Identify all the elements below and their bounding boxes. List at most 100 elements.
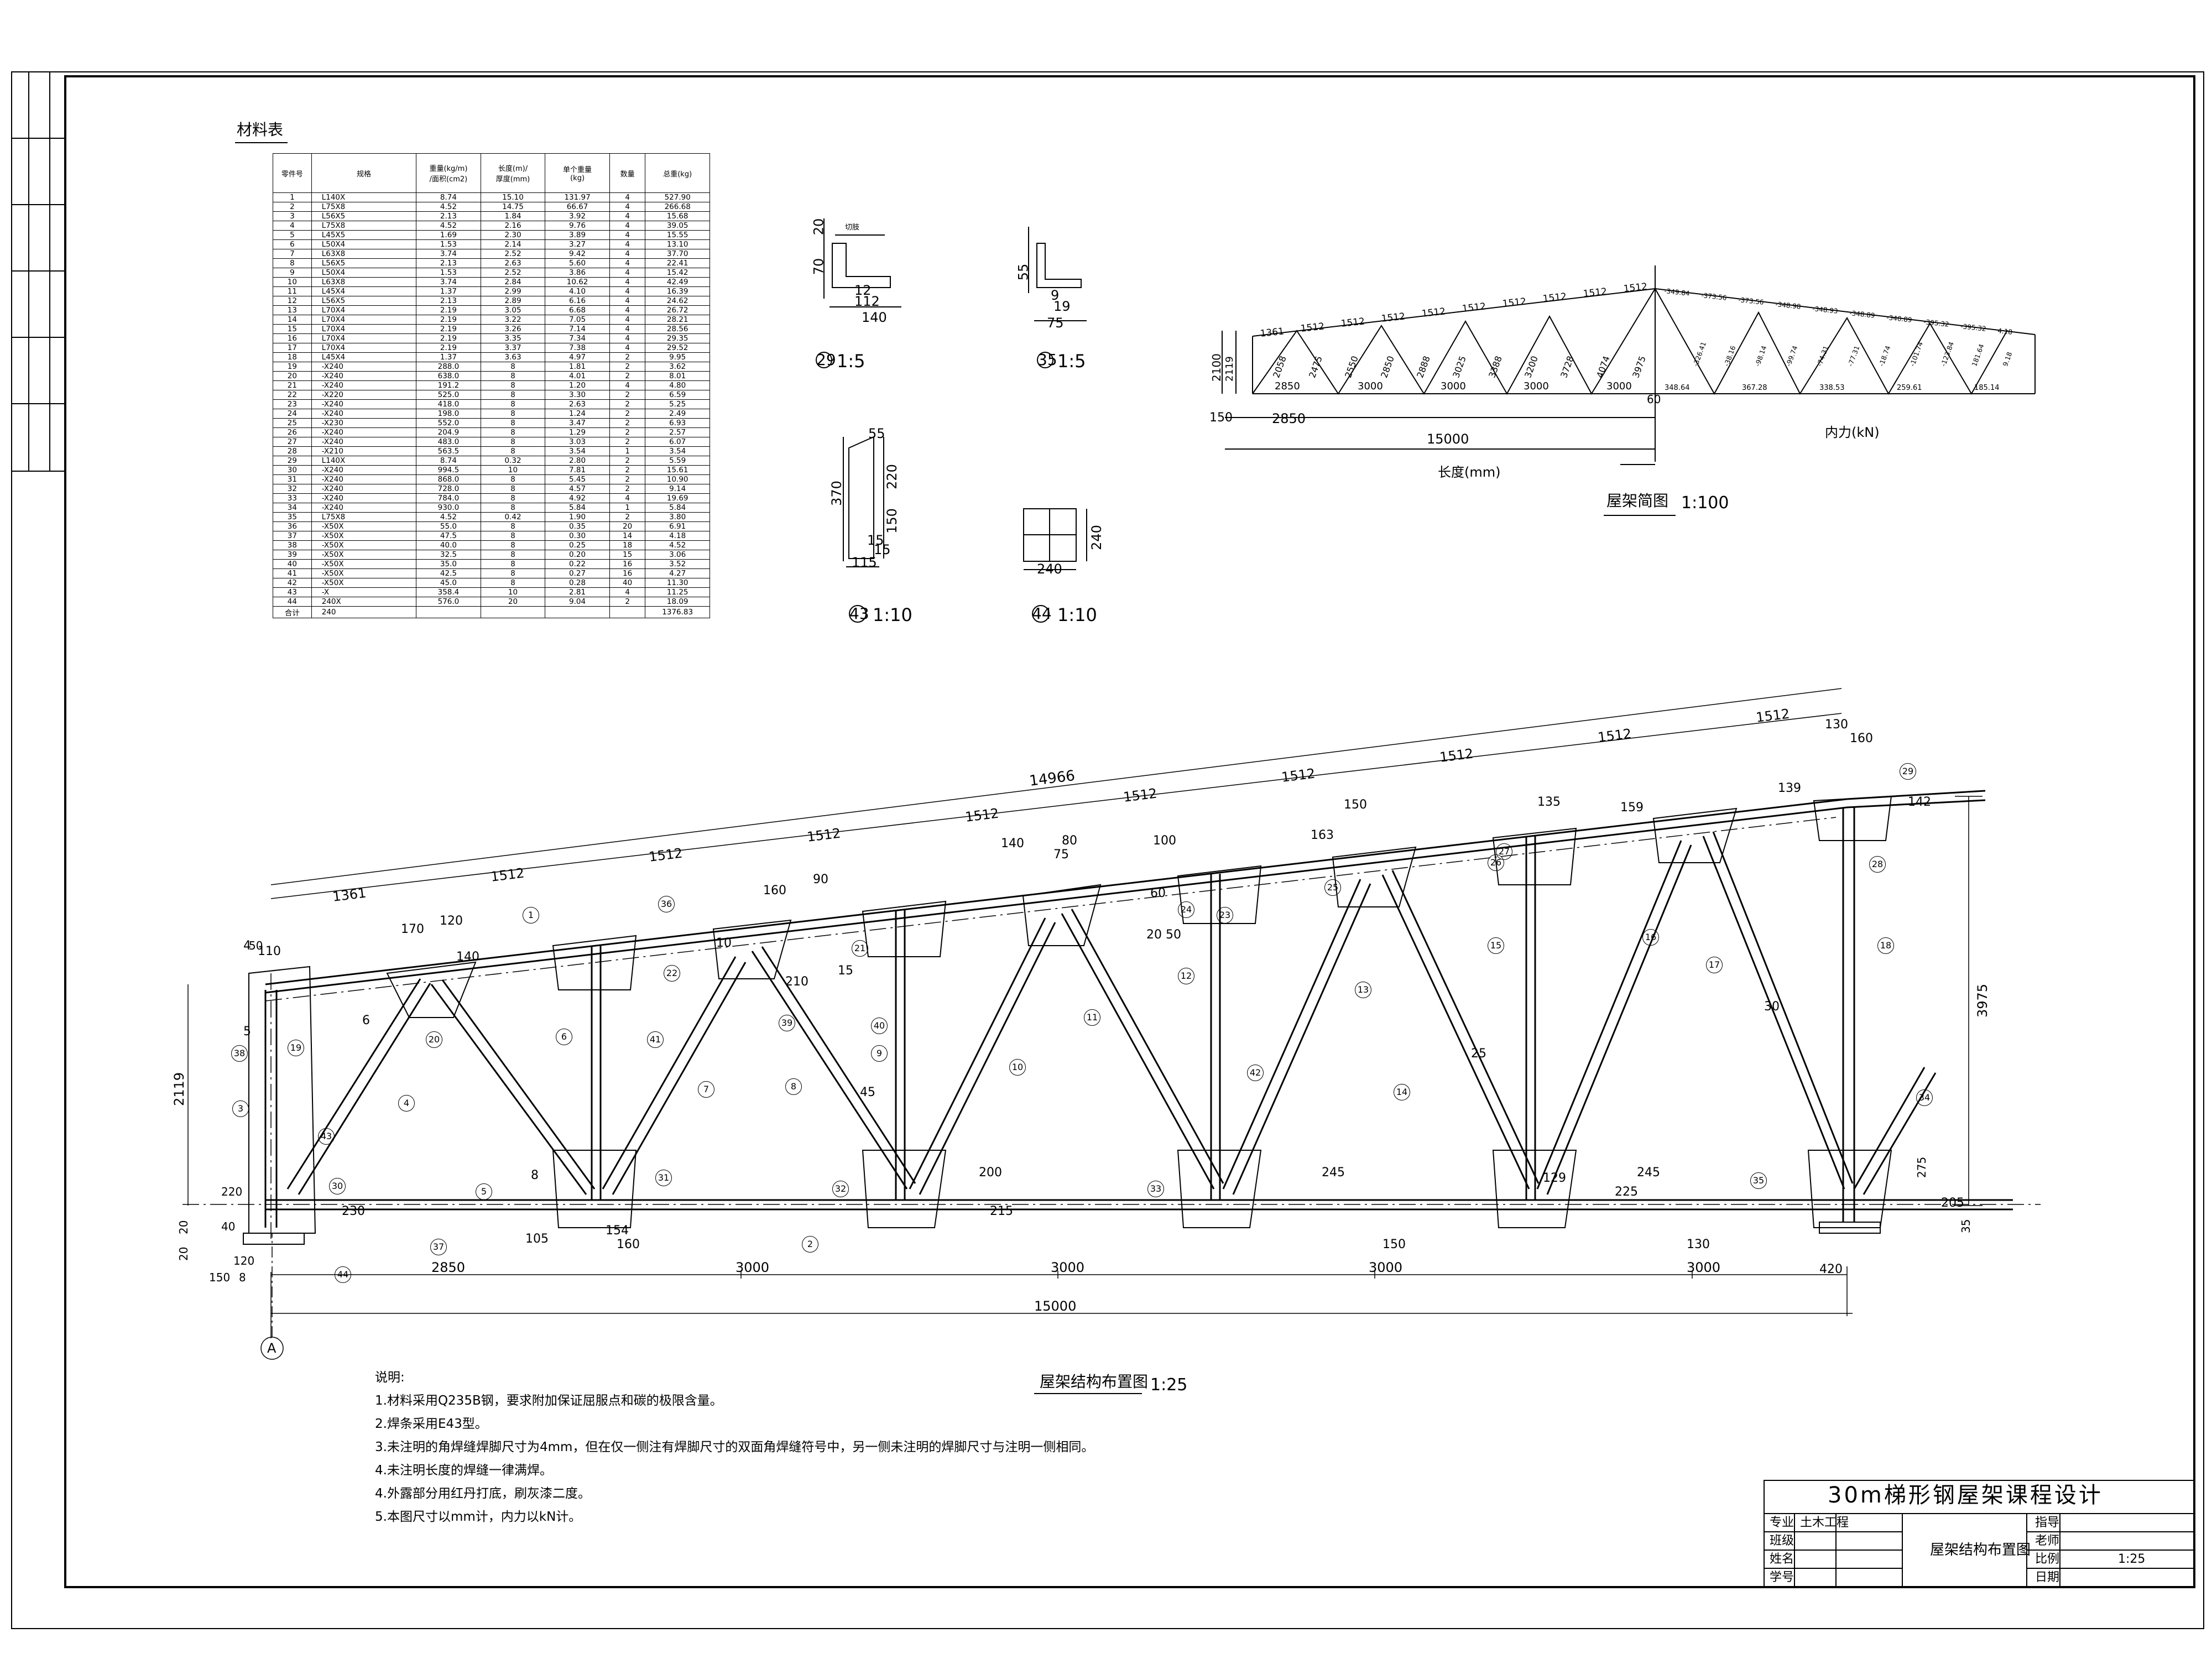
material-cell: 728.0 xyxy=(416,484,481,494)
weld-size: 20 xyxy=(1146,928,1162,942)
material-cell: 6.07 xyxy=(645,437,710,447)
material-cell: 2.13 xyxy=(416,258,481,268)
material-cell: -X240 xyxy=(311,409,417,419)
material-cell: 2 xyxy=(609,371,646,381)
detail-35-dim-9: 9 xyxy=(1051,288,1060,303)
weld-size: 8 xyxy=(531,1168,539,1182)
gusset-dim: 135 xyxy=(1537,795,1561,809)
material-cell: 38 xyxy=(273,540,312,550)
material-cell: 3.35 xyxy=(480,333,546,343)
material-cell: 37 xyxy=(273,531,312,541)
part-tag: 17 xyxy=(1706,957,1723,973)
material-cell: 4 xyxy=(609,211,646,221)
material-cell: 483.0 xyxy=(416,437,481,447)
diag-top-dim: 1512 xyxy=(1542,291,1567,305)
material-cell: 6.16 xyxy=(545,296,610,306)
material-cell: 8 xyxy=(480,484,546,494)
part-tag: 7 xyxy=(698,1081,714,1098)
gusset-dim: 130 xyxy=(1825,718,1848,732)
material-cell: 2.63 xyxy=(545,399,610,409)
detail-29-tag: 29 xyxy=(816,351,836,369)
gusset-dim: 150 xyxy=(1383,1238,1406,1251)
material-cell: 784.0 xyxy=(416,493,481,503)
material-cell: 3.26 xyxy=(480,324,546,334)
detail-35-dim-55: 55 xyxy=(1015,263,1031,281)
weld-size: 6 xyxy=(362,1014,370,1027)
part-tag: 40 xyxy=(871,1018,888,1034)
material-cell: 42 xyxy=(273,578,312,588)
material-cell: 26 xyxy=(273,427,312,437)
detail-44-scale: 1:10 xyxy=(1057,604,1097,625)
material-cell: 15.42 xyxy=(645,268,710,278)
material-table: 零件号 规格 重量(kg/m) /面积(cm2) 长度(m)/ 厚度(mm) 单… xyxy=(273,153,710,618)
gusset-dim: 140 xyxy=(1001,837,1024,851)
material-cell: 2 xyxy=(609,390,646,400)
material-cell: L45X4 xyxy=(311,286,417,296)
material-cell: 3.30 xyxy=(545,390,610,400)
gusset-dim: 105 xyxy=(525,1232,549,1246)
material-cell: 288.0 xyxy=(416,362,481,372)
truss-diagram-scale: 1:100 xyxy=(1681,493,1729,513)
material-cell: 8 xyxy=(480,427,546,437)
material-cell: 358.4 xyxy=(416,587,481,597)
material-cell: L140X xyxy=(311,456,417,466)
material-cell: 2.49 xyxy=(645,409,710,419)
material-cell: 19 xyxy=(273,362,312,372)
detail-43-tag: 43 xyxy=(849,604,869,623)
material-cell: 525.0 xyxy=(416,390,481,400)
material-cell: 11 xyxy=(273,286,312,296)
material-cell: 18 xyxy=(609,540,646,550)
material-cell xyxy=(545,606,610,618)
material-cell: 35.0 xyxy=(416,559,481,569)
elev-left-small-dim: 50 xyxy=(249,939,263,952)
diag-bottom-dim: 3000 xyxy=(1524,380,1549,392)
diag-top-force: 4.18 xyxy=(1997,327,2013,336)
elev-top-panel-dim: 1512 xyxy=(1755,706,1791,726)
detail-43 xyxy=(843,436,884,623)
inner-frame xyxy=(64,75,2195,1588)
part-tag: 6 xyxy=(556,1029,572,1045)
binding-strip xyxy=(11,72,65,472)
part-tag: 13 xyxy=(1355,982,1371,998)
material-cell: 16 xyxy=(273,333,312,343)
gusset-dim: 150 xyxy=(1344,798,1367,812)
tb-major-value: 土木工程 xyxy=(1800,1516,1849,1530)
material-cell: 40 xyxy=(609,578,646,588)
material-cell: 2 xyxy=(609,409,646,419)
material-cell: 8 xyxy=(480,446,546,456)
truss-diagram-title: 屋架简图 xyxy=(1606,492,1669,510)
material-cell: 10.90 xyxy=(645,474,710,484)
material-cell: 22.41 xyxy=(645,258,710,268)
tb-label-date: 日期 xyxy=(2035,1571,2060,1584)
material-cell: 8 xyxy=(480,531,546,541)
diag-base-dim: 2850 xyxy=(1272,411,1306,426)
detail-43-dim-55: 55 xyxy=(868,426,885,441)
material-cell: 7.14 xyxy=(545,324,610,334)
part-tag: 44 xyxy=(335,1266,351,1283)
material-cell: 3.03 xyxy=(545,437,610,447)
part-tag: 25 xyxy=(1324,879,1341,896)
diag-base-dim: 15000 xyxy=(1427,431,1469,447)
part-tag: 20 xyxy=(426,1031,442,1048)
col-header-part-no: 零件号 xyxy=(273,153,312,193)
tb-drawing-name: 屋架结构布置图 xyxy=(1930,1542,2031,1558)
material-cell: 4.52 xyxy=(416,202,481,212)
material-cell: 18 xyxy=(273,352,312,362)
tb-label-guide: 指导 xyxy=(2035,1516,2060,1530)
material-cell: -X50X xyxy=(311,559,417,569)
gusset-dim: 160 xyxy=(1850,732,1873,745)
material-cell: 16 xyxy=(609,559,646,569)
material-cell: 28 xyxy=(273,446,312,456)
material-cell: 8 xyxy=(480,380,546,390)
material-cell: -X240 xyxy=(311,503,417,513)
material-cell: 2.89 xyxy=(480,296,546,306)
material-cell: 24 xyxy=(273,409,312,419)
